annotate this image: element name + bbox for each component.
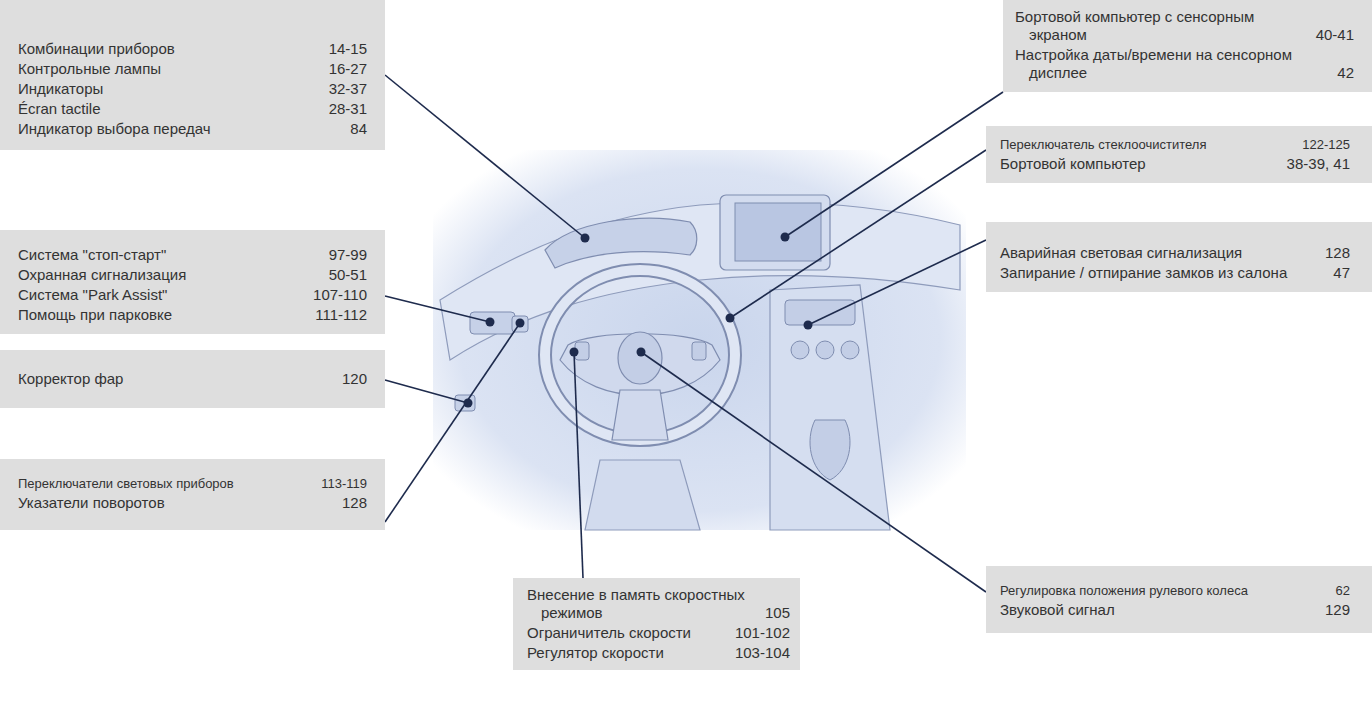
callout-box: Корректор фар 120 xyxy=(0,350,385,408)
index-entry: Внесение в память скоростных режимов105 xyxy=(527,586,790,622)
index-entry: Корректор фар 120 xyxy=(18,370,367,388)
item-name: Индикаторы xyxy=(18,80,103,98)
item-name: Бортовой компьютер xyxy=(1000,155,1146,173)
index-entry: Индикаторы 32-37 xyxy=(18,80,367,98)
index-entry: Запирание / отпирание замков из салона 47 xyxy=(1000,264,1350,282)
item-name: Охранная сигнализация xyxy=(18,266,186,284)
index-entry: Переключатели световых приборов 113-119 xyxy=(18,475,367,492)
index-entry: Охранная сигнализация 50-51 xyxy=(18,266,367,284)
page-number: 28-31 xyxy=(319,100,367,118)
index-entry: Аварийная световая сигнализация 128 xyxy=(1000,244,1350,262)
item-name: Комбинации приборов xyxy=(18,40,175,58)
callout-box: Переключатель стеклоочистителя 122-125Бор… xyxy=(986,126,1372,183)
callout-box: Бортовой компьютер с сенсорным экраном40… xyxy=(1003,0,1372,92)
item-name: Переключатели световых приборов xyxy=(18,475,234,492)
index-entry: Регулировка положения рулевого колеса 62 xyxy=(1000,582,1350,599)
page-number: 128 xyxy=(332,494,367,512)
index-entry: Контрольные лампы 16-27 xyxy=(18,60,367,78)
page-number: 40-41 xyxy=(1306,26,1354,44)
page-number: 107-110 xyxy=(303,286,367,304)
index-entry: Указатели поворотов 128 xyxy=(18,494,367,512)
item-name: Внесение в память скоростных режимов xyxy=(527,586,755,622)
page-number: 128 xyxy=(1315,244,1350,262)
item-name: Контрольные лампы xyxy=(18,60,161,78)
item-name: Ограничитель скорости xyxy=(527,624,691,642)
item-name: Регулировка положения рулевого колеса xyxy=(1000,582,1248,599)
index-entry: Бортовой компьютер с сенсорным экраном40… xyxy=(1015,8,1354,44)
callout-box: Переключатели световых приборов 113-119Ук… xyxy=(0,459,385,530)
index-entry: Помощь при парковке 111-112 xyxy=(18,306,367,324)
page-number: 32-37 xyxy=(319,80,367,98)
page-number: 38-39, 41 xyxy=(1277,155,1350,173)
page-number: 120 xyxy=(332,370,367,388)
item-name: Настройка даты/времени на сенсорном дисп… xyxy=(1015,46,1319,82)
page-number: 47 xyxy=(1323,264,1350,282)
item-name: Аварийная световая сигнализация xyxy=(1000,244,1242,262)
page-number: 129 xyxy=(1315,601,1350,619)
index-entry: Настройка даты/времени на сенсорном дисп… xyxy=(1015,46,1354,82)
page-number: 50-51 xyxy=(319,266,367,284)
item-name: Запирание / отпирание замков из салона xyxy=(1000,264,1287,282)
item-name: Переключатель стеклоочистителя xyxy=(1000,136,1206,153)
page-number: 62 xyxy=(1326,582,1350,599)
item-name: Система "стоп-старт" xyxy=(18,246,166,264)
page-number: 16-27 xyxy=(319,60,367,78)
page-number: 42 xyxy=(1327,64,1354,82)
index-entry: Система "стоп-старт" 97-99 xyxy=(18,246,367,264)
item-name: Указатели поворотов xyxy=(18,494,165,512)
index-entry: Переключатель стеклоочистителя 122-125 xyxy=(1000,136,1350,153)
item-name: Звуковой сигнал xyxy=(1000,601,1115,619)
page-number: 111-112 xyxy=(305,306,367,324)
page-number: 113-119 xyxy=(311,475,367,492)
page-number: 84 xyxy=(340,120,367,138)
item-name: Система "Park Assist" xyxy=(18,286,167,304)
index-entry: Система "Park Assist" 107-110 xyxy=(18,286,367,304)
callout-box: Аварийная световая сигнализация 128Запира… xyxy=(986,222,1372,292)
index-entry: Ограничитель скорости 101-102 xyxy=(527,624,790,642)
item-name: Помощь при парковке xyxy=(18,306,172,324)
page-number: 103-104 xyxy=(725,644,790,662)
item-name: Регулятор скорости xyxy=(527,644,664,662)
index-entry: Звуковой сигнал 129 xyxy=(1000,601,1350,619)
leader-lines xyxy=(385,75,1003,592)
item-name: Écran tactile xyxy=(18,100,101,118)
index-entry: Индикатор выбора передач 84 xyxy=(18,120,367,138)
callout-box: Регулировка положения рулевого колеса 62З… xyxy=(986,566,1372,633)
illustration xyxy=(433,150,966,530)
callout-box: Внесение в память скоростных режимов105О… xyxy=(513,578,800,670)
page-number: 101-102 xyxy=(725,624,790,642)
callout-box: Комбинации приборов 14-15Контрольные ламп… xyxy=(0,0,385,150)
page-number: 122-125 xyxy=(1292,136,1350,153)
item-name: Индикатор выбора передач xyxy=(18,120,211,138)
index-entry: Комбинации приборов 14-15 xyxy=(18,40,367,58)
page-number: 97-99 xyxy=(319,246,367,264)
page-number: 14-15 xyxy=(319,40,367,58)
index-entry: Регулятор скорости 103-104 xyxy=(527,644,790,662)
index-entry: Бортовой компьютер 38-39, 41 xyxy=(1000,155,1350,173)
index-entry: Écran tactile 28-31 xyxy=(18,100,367,118)
callout-box: Система "стоп-старт" 97-99Охранная сигнал… xyxy=(0,230,385,334)
item-name: Бортовой компьютер с сенсорным экраном xyxy=(1015,8,1306,44)
page-number: 105 xyxy=(755,604,790,622)
leader-dots xyxy=(464,233,813,408)
item-name: Корректор фар xyxy=(18,370,123,388)
